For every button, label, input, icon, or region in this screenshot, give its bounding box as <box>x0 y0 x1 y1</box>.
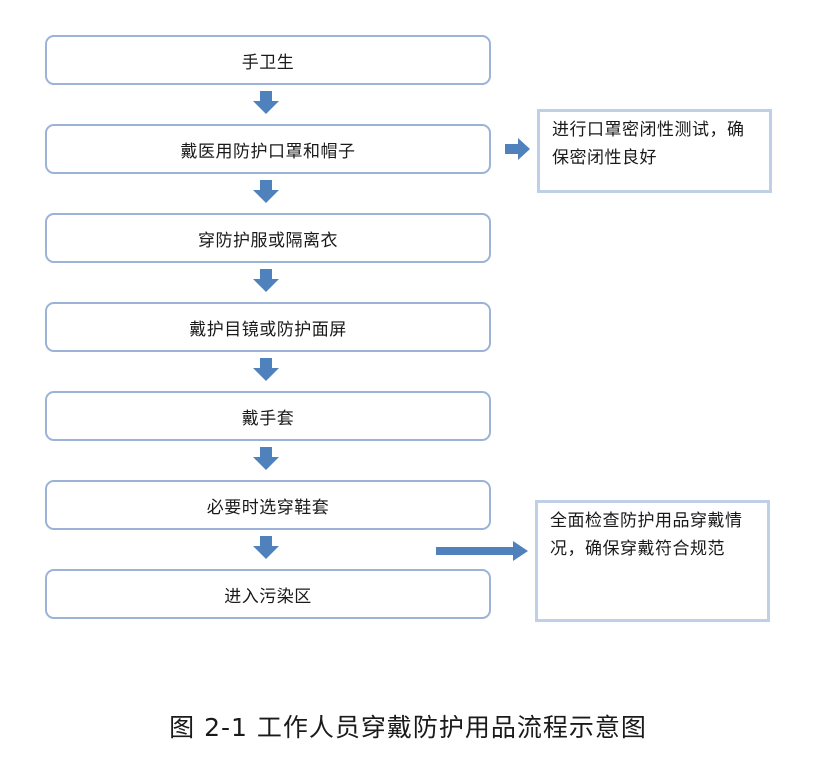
step-mask-and-cap: 戴医用防护口罩和帽子 <box>45 124 491 174</box>
right-arrow-final-check <box>436 541 528 561</box>
down-arrow-5 <box>253 447 279 470</box>
step-label: 必要时选穿鞋套 <box>206 497 330 518</box>
step-label: 穿防护服或隔离衣 <box>198 230 338 251</box>
down-arrow-4 <box>253 358 279 381</box>
step-label: 戴医用防护口罩和帽子 <box>180 141 356 162</box>
step-gloves: 戴手套 <box>45 391 491 441</box>
note-text: 进行口罩密闭性测试，确保密闭性良好 <box>552 120 745 168</box>
note-text: 全面检查防护用品穿戴情况，确保穿戴符合规范 <box>550 511 743 559</box>
step-gown: 穿防护服或隔离衣 <box>45 213 491 263</box>
step-label: 手卫生 <box>241 52 295 73</box>
note-final-check: 全面检查防护用品穿戴情况，确保穿戴符合规范 <box>535 500 770 622</box>
step-hand-hygiene: 手卫生 <box>45 35 491 85</box>
down-arrow-2 <box>253 180 279 203</box>
step-goggles: 戴护目镜或防护面屏 <box>45 302 491 352</box>
step-label: 戴护目镜或防护面屏 <box>189 319 347 340</box>
down-arrow-3 <box>253 269 279 292</box>
figure-caption: 图 2-1 工作人员穿戴防护用品流程示意图 <box>169 713 647 742</box>
note-seal-test: 进行口罩密闭性测试，确保密闭性良好 <box>537 109 772 193</box>
down-arrow-6 <box>253 536 279 559</box>
down-arrow-1 <box>253 91 279 114</box>
step-label: 进入污染区 <box>224 586 312 607</box>
right-arrow-seal-test <box>505 138 530 160</box>
step-label: 戴手套 <box>241 408 295 429</box>
step-enter-zone: 进入污染区 <box>45 569 491 619</box>
step-shoe-covers: 必要时选穿鞋套 <box>45 480 491 530</box>
